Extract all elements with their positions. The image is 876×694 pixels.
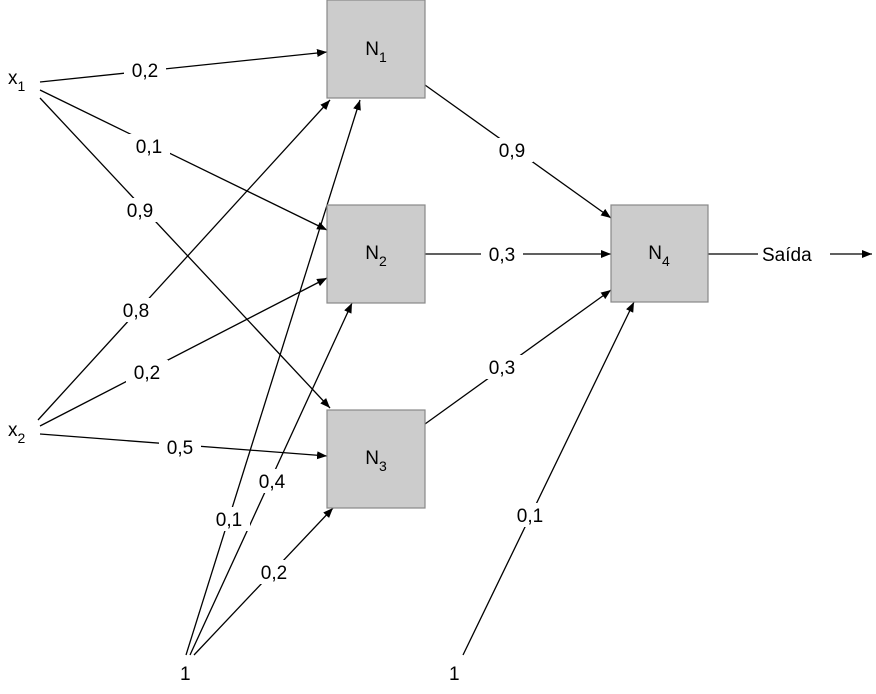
edge-x1-n2: [39, 89, 328, 231]
edge-x2-n2: [39, 277, 328, 427]
weight-x1-n2: 0,1: [136, 137, 162, 158]
weight-b1-n2: 0,4: [259, 472, 286, 493]
weight-b2-n4: 0,1: [517, 506, 543, 527]
weight-n3-n4: 0,3: [489, 358, 515, 379]
weight-x1-n1: 0,2: [132, 61, 158, 82]
weight-n1-n4: 0,9: [499, 141, 525, 162]
node-n4: N4: [610, 204, 709, 303]
edge-b2-n4: [462, 301, 635, 656]
node-n4-label: N4: [648, 243, 670, 269]
input-x2-label: x2: [8, 420, 26, 446]
edge-b1-n1: [185, 99, 361, 656]
node-n2: N2: [326, 204, 426, 304]
bias-input-b: 1: [449, 664, 460, 685]
edge-x1-n1: [39, 49, 328, 83]
weight-x1-n3: 0,9: [127, 201, 153, 222]
node-n2-label: N2: [365, 243, 387, 269]
edge-x2-n1: [37, 99, 331, 421]
weight-x2-n2: 0,2: [134, 363, 160, 384]
weight-b1-n1: 0,1: [216, 510, 242, 531]
node-n3: N3: [326, 409, 426, 509]
weight-x2-n1: 0,8: [123, 301, 149, 322]
bias-input-a: 1: [180, 664, 191, 685]
output-label: Saída: [762, 245, 812, 266]
weight-x2-n3: 0,5: [167, 438, 193, 459]
weight-b1-n3: 0,2: [261, 563, 287, 584]
input-x1-label: x1: [8, 68, 26, 94]
node-n3-label: N3: [365, 448, 387, 474]
edge-x1-n3: [39, 97, 331, 409]
weight-n2-n4: 0,3: [489, 245, 515, 266]
node-n1: N1: [326, 0, 426, 99]
weight-labels: 0,2 0,1 0,9 0,8 0,2 0,5 0,1 0,4 0,2 0,9 …: [115, 58, 551, 584]
node-n1-label: N1: [365, 39, 387, 65]
